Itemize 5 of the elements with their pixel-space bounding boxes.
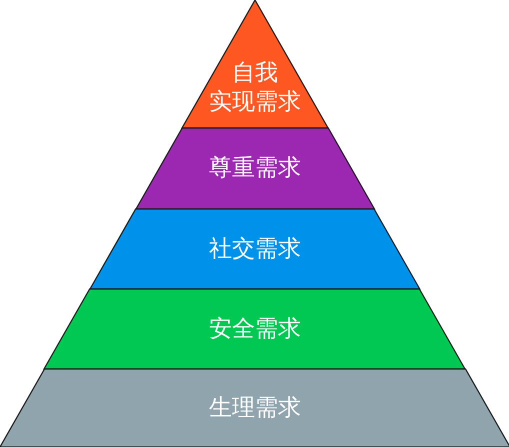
tier-label: 自我实现需求: [208, 58, 302, 116]
tier-label: 社交需求: [208, 234, 301, 264]
tier-label: 尊重需求: [208, 154, 301, 183]
tier-label: 生理需求: [209, 394, 301, 422]
tier-label: 安全需求: [208, 314, 301, 344]
